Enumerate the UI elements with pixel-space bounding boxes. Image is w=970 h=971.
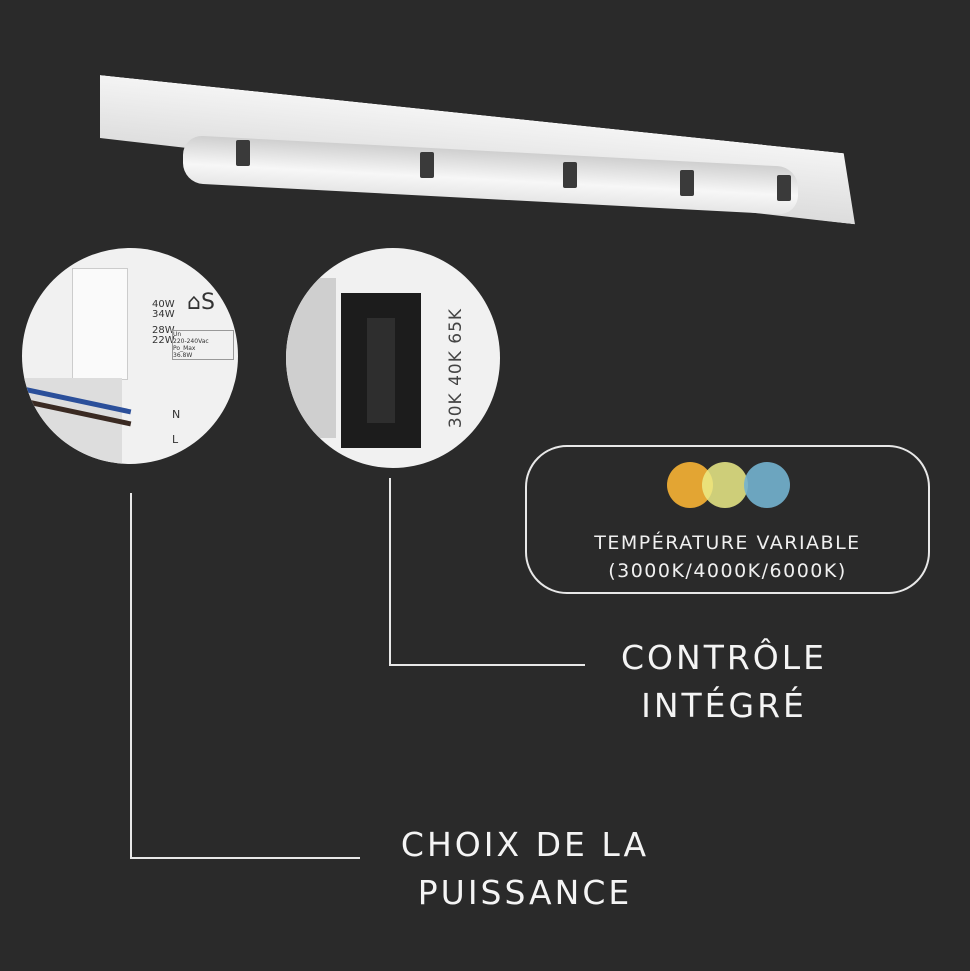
cct-switch-closeup: 30K 40K 65K	[286, 248, 500, 468]
lamp-clip	[680, 170, 694, 196]
cct-switch	[341, 293, 421, 448]
power-callout-line	[130, 493, 132, 859]
power-selector-closeup: 40W 34W 28W 22W ⌂S Un 220-240Vac Po_Max …	[22, 248, 238, 464]
control-callout-line	[389, 478, 391, 666]
power-label-line1: CHOIX DE LA	[400, 825, 650, 864]
terminal-label: L	[172, 433, 179, 446]
lamp-clip	[563, 162, 577, 188]
lamp-clip	[777, 175, 791, 201]
lamp-clip	[420, 152, 434, 178]
terminal-label: N	[172, 408, 181, 421]
cct-option: 40K	[446, 350, 466, 386]
terminal-block	[286, 278, 336, 438]
color-temperature-badge	[525, 445, 930, 594]
cool-light-icon	[744, 462, 790, 508]
brand-logo: ⌂S	[187, 290, 215, 315]
spec-header: Po_Max	[173, 345, 196, 352]
watt-option: 22W	[152, 335, 175, 346]
watt-option: 40W	[152, 299, 175, 310]
cct-option: 30K	[446, 392, 466, 429]
spec-header: Un	[173, 331, 182, 338]
control-label-line1: CONTRÔLE	[621, 638, 827, 677]
watt-option: 34W	[152, 309, 175, 320]
spec-value: 36.8W	[173, 352, 193, 359]
dip-switch	[72, 268, 128, 380]
neutral-light-icon	[702, 462, 748, 508]
lamp-clip	[236, 140, 250, 166]
power-label-line2: PUISSANCE	[417, 873, 633, 912]
power-callout-line	[130, 857, 360, 859]
badge-subtitle: (3000K/4000K/6000K)	[608, 560, 847, 582]
watt-option: 28W	[152, 325, 175, 336]
badge-title: TEMPÉRATURE VARIABLE	[594, 532, 861, 554]
cct-option: 65K	[446, 307, 466, 344]
control-callout-line	[389, 664, 585, 666]
spec-value: 220-240Vac	[173, 338, 209, 345]
control-label-line2: INTÉGRÉ	[641, 686, 807, 725]
